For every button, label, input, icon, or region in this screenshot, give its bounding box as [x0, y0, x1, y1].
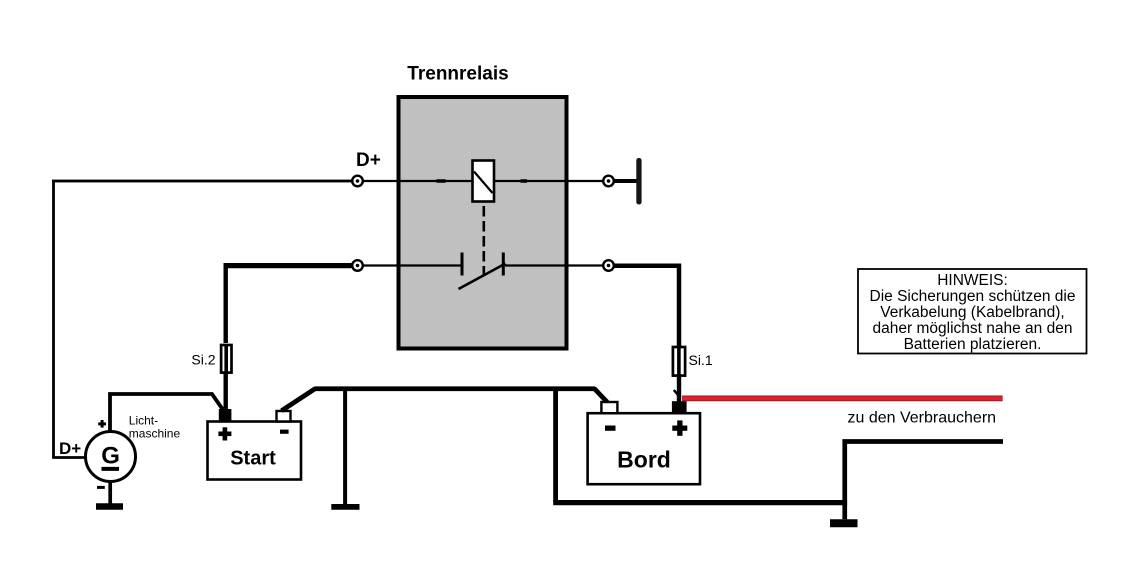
svg-text:Licht-: Licht- — [129, 414, 158, 428]
svg-text:maschine: maschine — [129, 427, 181, 441]
svg-text:Verkabelung (Kabelbrand),: Verkabelung (Kabelbrand), — [880, 304, 1064, 321]
svg-text:D+: D+ — [59, 439, 81, 458]
svg-text:HINWEIS:: HINWEIS: — [937, 272, 1008, 289]
svg-text:G: G — [101, 442, 120, 469]
svg-text:Die Sicherungen schützen die: Die Sicherungen schützen die — [870, 288, 1076, 305]
svg-text:daher möglichst nahe an den: daher möglichst nahe an den — [873, 320, 1073, 337]
svg-text:Si.1: Si.1 — [689, 352, 713, 368]
svg-text:Batterien platzieren.: Batterien platzieren. — [904, 336, 1042, 353]
svg-text:D+: D+ — [356, 150, 381, 171]
svg-text:Trennrelais: Trennrelais — [407, 64, 508, 85]
svg-text:Si.2: Si.2 — [191, 352, 215, 368]
svg-text:Bord: Bord — [617, 446, 671, 472]
svg-text:Start: Start — [230, 448, 276, 470]
svg-text:zu den Verbrauchern: zu den Verbrauchern — [848, 410, 997, 427]
